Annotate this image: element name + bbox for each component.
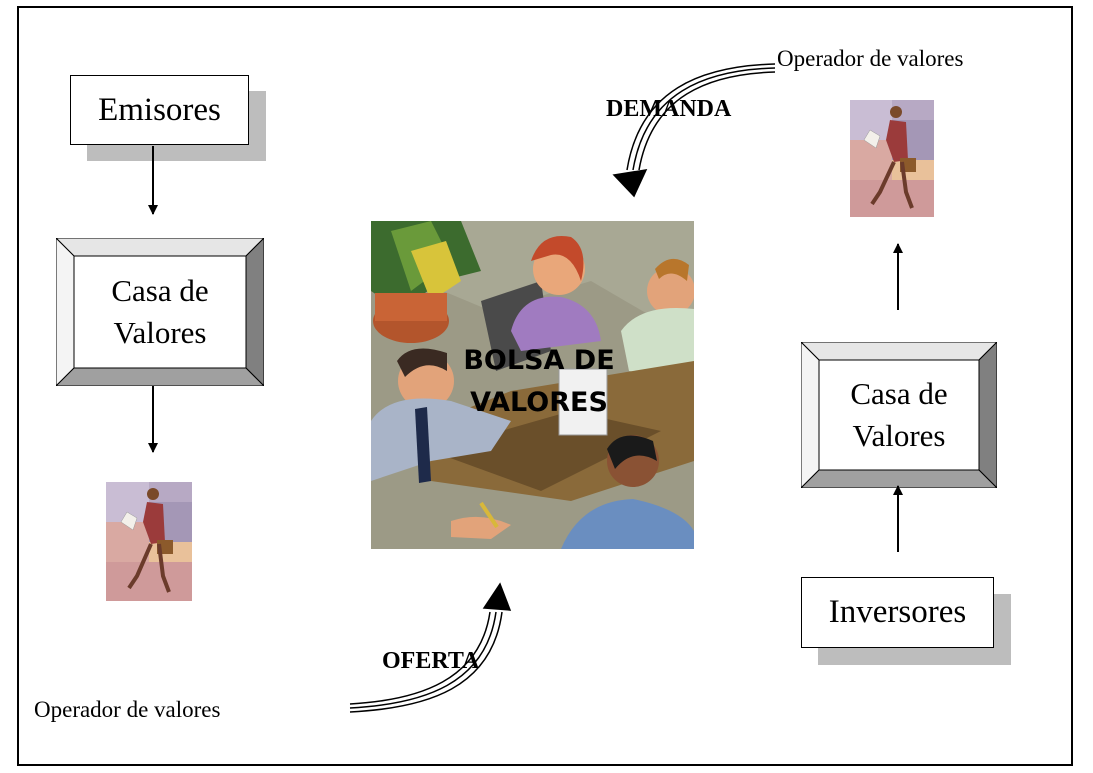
oferta-flow-arrow: [349, 582, 512, 713]
demanda-label: DEMANDA: [606, 96, 732, 122]
casa-left-line1: Casa de: [111, 273, 209, 308]
operador-label-top: Operador de valores: [777, 46, 964, 71]
bolsa-line1: BOLSA DE: [463, 345, 615, 376]
emisores-node: Emisores: [70, 75, 266, 161]
bevel-frame-left: [56, 238, 264, 386]
inversores-label: Inversores: [801, 577, 994, 648]
emisores-label: Emisores: [70, 75, 249, 145]
businesswoman-icon: [106, 482, 192, 601]
diagram-frame: [17, 6, 1073, 766]
casa-right-line2: Valores: [852, 418, 946, 453]
operador-label-bottom: Operador de valores: [34, 697, 221, 722]
casa-valores-right-node: Casa de Valores: [801, 342, 997, 488]
casa-left-line2: Valores: [113, 315, 207, 350]
bolsa-line2: VALORES: [470, 387, 608, 418]
inversores-node: Inversores: [801, 577, 1011, 665]
bolsa-de-valores-label: BOLSA DE VALORES: [444, 340, 634, 424]
demanda-flow-arrow: [612, 63, 776, 198]
business-meeting-icon: [371, 221, 694, 549]
businesswoman-icon: [850, 100, 934, 217]
oferta-label: OFERTA: [382, 648, 480, 674]
bevel-frame-right: [801, 342, 997, 488]
casa-valores-left-node: Casa de Valores: [56, 238, 264, 386]
casa-right-line1: Casa de: [850, 376, 948, 411]
